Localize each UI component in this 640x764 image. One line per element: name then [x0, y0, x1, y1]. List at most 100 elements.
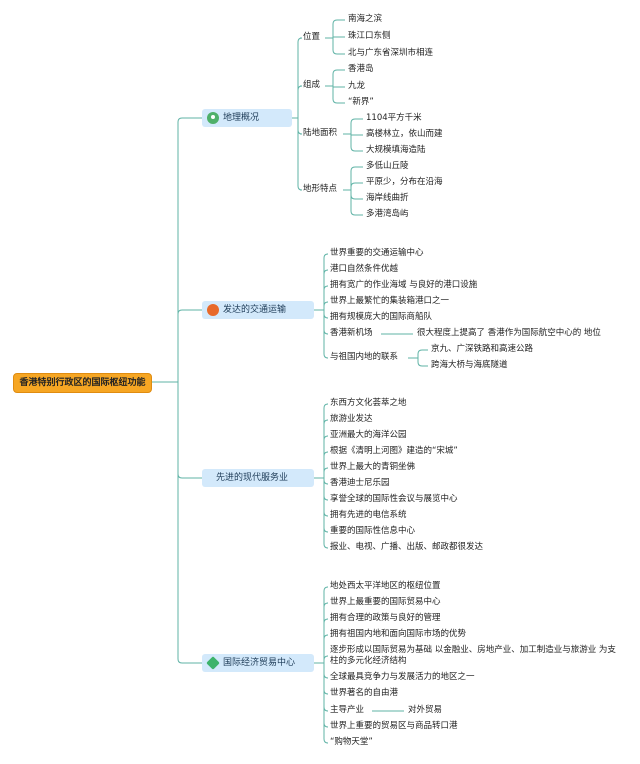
item-connector-2-0	[323, 403, 329, 478]
location-pin-icon	[207, 112, 219, 124]
item-connector-2-2	[350, 134, 363, 152]
leaf-item[interactable]: 香港迪士尼乐园	[330, 478, 390, 488]
leaf-item[interactable]: “购物天堂”	[330, 737, 373, 747]
leaf-item[interactable]: 拥有祖国内地和面向国际市场的优势	[330, 629, 467, 639]
branch-connector-0	[177, 117, 202, 382]
leaf-item[interactable]: 高楼林立，依山而建	[366, 129, 443, 139]
branch-connector-2	[177, 382, 202, 479]
leaf-item[interactable]: 主导产业	[330, 705, 365, 715]
item-connector-3-1	[350, 182, 363, 190]
leaf-item[interactable]: 世界上最繁忙的集装箱港口之一	[330, 296, 450, 306]
leaf-item[interactable]: 平原少，分布在沿海	[366, 177, 443, 187]
leaf-item[interactable]: 与祖国内地的联系	[330, 352, 399, 362]
branch-node-2[interactable]: 先进的现代服务业	[202, 469, 314, 487]
leaf-item[interactable]: 北与广东省深圳市相连	[348, 48, 434, 58]
leaf-item[interactable]: 世界著名的自由港	[330, 688, 399, 698]
item-connector-1-6	[323, 310, 329, 359]
leaf-item[interactable]: 1104平方千米	[366, 113, 422, 123]
item-connector-1-2	[332, 86, 345, 104]
child-item[interactable]: 很大程度上提高了 香港作为国际航空中心的 地位	[417, 328, 601, 338]
leaf-item[interactable]: 地处西太平洋地区的枢纽位置	[330, 581, 441, 591]
group-connector-2	[297, 118, 303, 135]
branch-connector-1	[177, 309, 202, 382]
branch-label: 发达的交通运输	[223, 305, 287, 315]
group-connector-3	[297, 118, 303, 191]
leaf-item[interactable]: 报业、电视、广播、出版、邮政都很发达	[330, 542, 484, 552]
leaf-item[interactable]: 香港岛	[348, 64, 374, 74]
item-connector-1-5	[323, 310, 329, 335]
leaf-item[interactable]: 拥有合理的政策与良好的管理	[330, 613, 441, 623]
item-connector-2-5	[323, 478, 329, 485]
item-connector-1-0	[332, 69, 345, 86]
leaf-item[interactable]: 珠江口东侧	[348, 31, 391, 41]
leaf-item[interactable]: 拥有宽广的作业海域 与良好的港口设施	[330, 280, 478, 290]
branch-node-0[interactable]: 地理概况	[202, 109, 292, 127]
branch-node-1[interactable]: 发达的交通运输	[202, 301, 314, 319]
branch-label: 地理概况	[223, 113, 260, 123]
item-connector-3-9	[323, 663, 329, 744]
item-connector-3-1	[323, 602, 329, 663]
leaf-item[interactable]: 九龙	[348, 81, 366, 91]
group-label-2[interactable]: 陆地面积	[303, 128, 338, 138]
item-connector-2-8	[323, 478, 329, 533]
leaf-item[interactable]: 享誉全球的国际性会议与展览中心	[330, 494, 458, 504]
item-connector-2-2	[323, 435, 329, 478]
item-connector-2-1	[323, 419, 329, 478]
leaf-item[interactable]: 重要的国际性信息中心	[330, 526, 416, 536]
leaf-item[interactable]: 拥有规模庞大的国际商船队	[330, 312, 433, 322]
leaf-item[interactable]: 香港新机场	[330, 328, 373, 338]
item-connector-2-0	[350, 118, 363, 134]
child-item[interactable]: 跨海大桥与海底隧道	[431, 360, 508, 370]
leaf-item[interactable]: 世界上最大的青铜坐佛	[330, 462, 416, 472]
leaf-item[interactable]: 旅游业发达	[330, 414, 373, 424]
group-connector-1	[297, 85, 303, 118]
group-label-0[interactable]: 位置	[303, 32, 321, 42]
child-item[interactable]: 对外贸易	[408, 705, 443, 715]
item-connector-3-5	[323, 663, 329, 679]
root-node[interactable]: 香港特别行政区的国际枢纽功能	[13, 373, 152, 393]
leaf-item[interactable]: 南海之滨	[348, 14, 383, 24]
group-label-1[interactable]: 组成	[303, 80, 321, 90]
child-item[interactable]: 京九、广深铁路和高速公路	[431, 344, 534, 354]
leaf-item[interactable]: 大规模填海造陆	[366, 145, 426, 155]
item-connector-1-0	[323, 253, 329, 310]
item-connector-3-4	[323, 655, 329, 663]
item-connector-3-8	[323, 663, 329, 728]
child-connector-1-6-0	[417, 349, 428, 358]
leaf-item[interactable]: 港口自然条件优越	[330, 264, 399, 274]
item-connector-2-3	[323, 451, 329, 478]
leaf-item[interactable]: 拥有先进的电信系统	[330, 510, 407, 520]
branch-label: 先进的现代服务业	[216, 473, 289, 483]
item-connector-3-0	[350, 166, 363, 190]
leaf-item[interactable]: 多港湾岛屿	[366, 209, 409, 219]
item-connector-1-1	[323, 269, 329, 310]
item-connector-3-2	[323, 618, 329, 663]
item-connector-1-2	[323, 285, 329, 310]
leaf-item[interactable]: 多低山丘陵	[366, 161, 409, 171]
leaf-item[interactable]: 世界上重要的贸易区与商品转口港	[330, 721, 458, 731]
ball-icon	[207, 304, 219, 316]
item-connector-2-4	[323, 467, 329, 478]
leaf-item[interactable]: “新界”	[348, 97, 374, 107]
leaf-item[interactable]: 海岸线曲折	[366, 193, 409, 203]
item-connector-3-2	[350, 190, 363, 200]
branch-connector-3	[177, 382, 202, 664]
leaf-item[interactable]: 世界重要的交通运输中心	[330, 248, 424, 258]
group-label-3[interactable]: 地形特点	[303, 184, 338, 194]
child-connector-1-6-1	[417, 358, 428, 367]
leaf-item[interactable]: 世界上最重要的国际贸易中心	[330, 597, 441, 607]
leaf-item[interactable]: 东西方文化荟萃之地	[330, 398, 407, 408]
leaf-item[interactable]: 全球最具竞争力与发展活力的地区之一	[330, 672, 475, 682]
item-connector-1-3	[323, 301, 329, 310]
leaf-item[interactable]: 逐步形成以国际贸易为基础 以金融业、房地产业、加工制造业与旅游业 为支柱的多元化…	[330, 645, 616, 666]
branch-label: 国际经济贸易中心	[223, 658, 296, 668]
item-connector-3-0	[323, 586, 329, 663]
item-connector-2-9	[323, 478, 329, 549]
leaf-item[interactable]: 亚洲最大的海洋公园	[330, 430, 407, 440]
item-connector-1-4	[323, 310, 329, 319]
branch-node-3[interactable]: 国际经济贸易中心	[202, 654, 314, 672]
item-connector-3-3	[350, 190, 363, 216]
leaf-item[interactable]: 根据《清明上河图》建造的“宋城”	[330, 446, 458, 456]
item-connector-0-2	[332, 38, 345, 55]
